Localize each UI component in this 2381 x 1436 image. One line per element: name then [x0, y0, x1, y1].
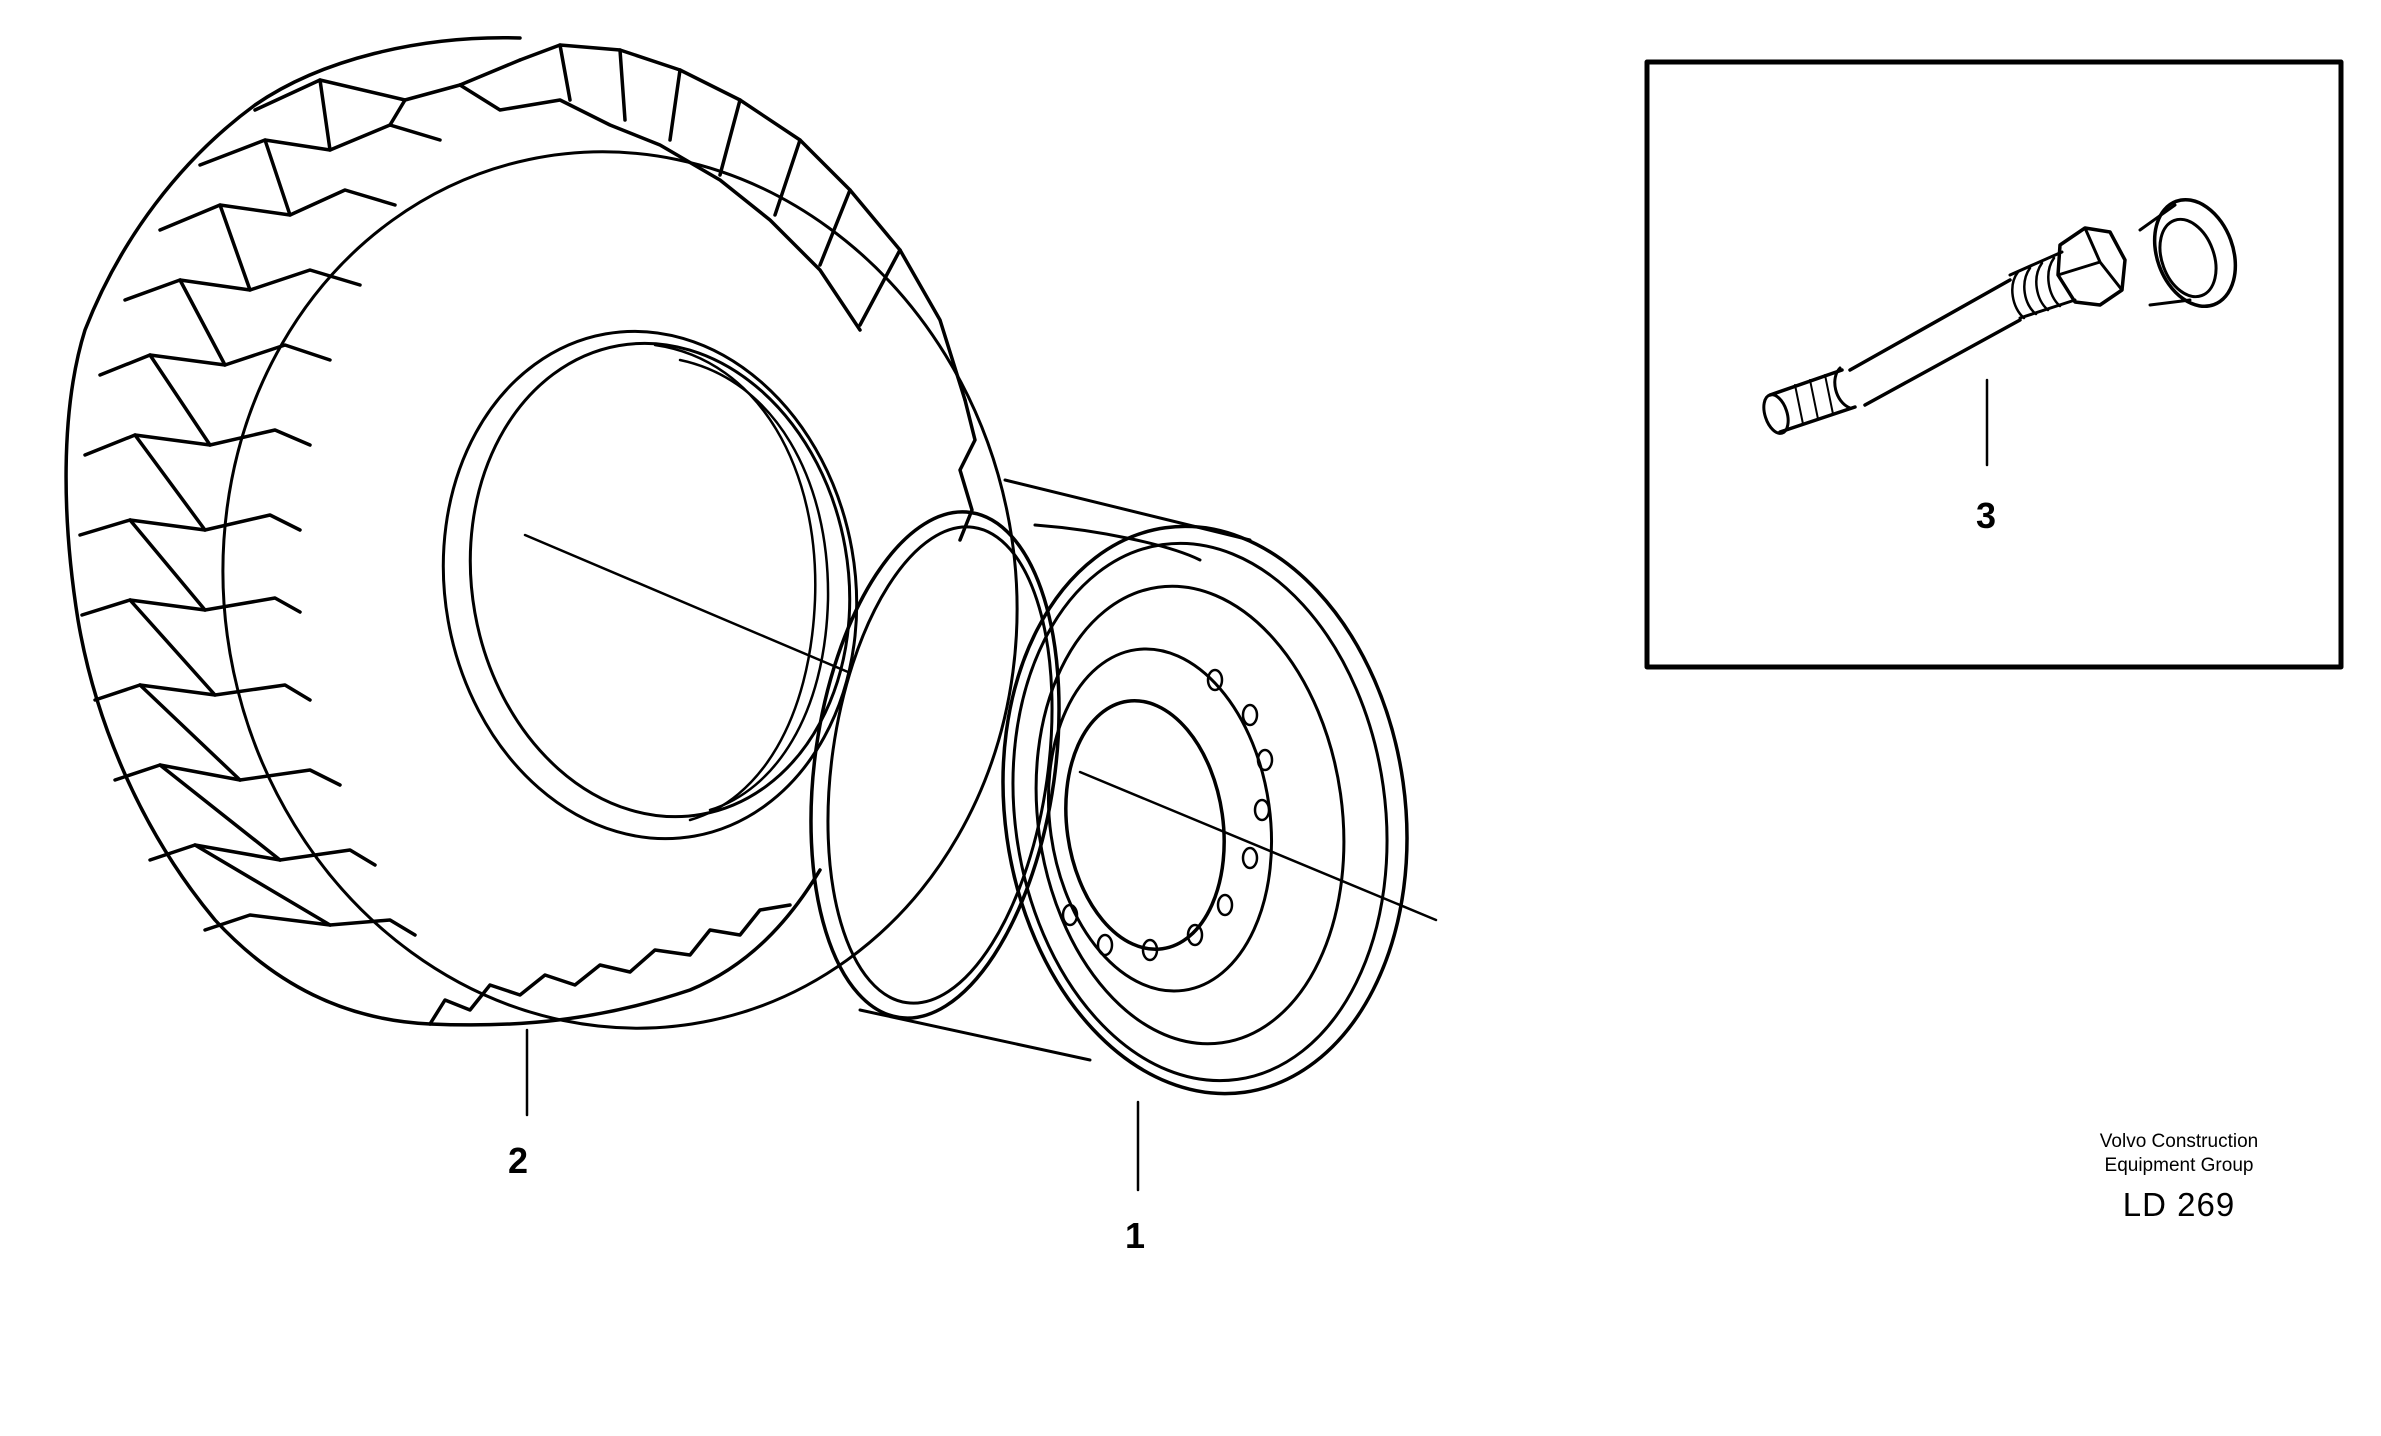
detail-frame — [1644, 59, 2344, 670]
callout-item-3: 3 — [1976, 495, 1997, 536]
publisher-line-2: Equipment Group — [2104, 1155, 2254, 1176]
rim-icon — [809, 478, 1409, 1096]
publisher-block: Volvo Construction Equipment Group LD 26… — [2049, 1130, 2309, 1224]
publisher-line-1: Volvo Construction — [2099, 1131, 2259, 1152]
tire-icon — [64, 36, 1019, 1030]
tire-bead — [441, 329, 859, 841]
leader-lines — [523, 378, 1989, 1192]
bolt-holes — [1061, 668, 1274, 962]
drawing-code: LD 269 — [2122, 1186, 2236, 1223]
callout-item-2: 2 — [508, 1140, 529, 1181]
callout-item-1: 1 — [1125, 1215, 1146, 1256]
valve-icon — [1762, 197, 2238, 435]
